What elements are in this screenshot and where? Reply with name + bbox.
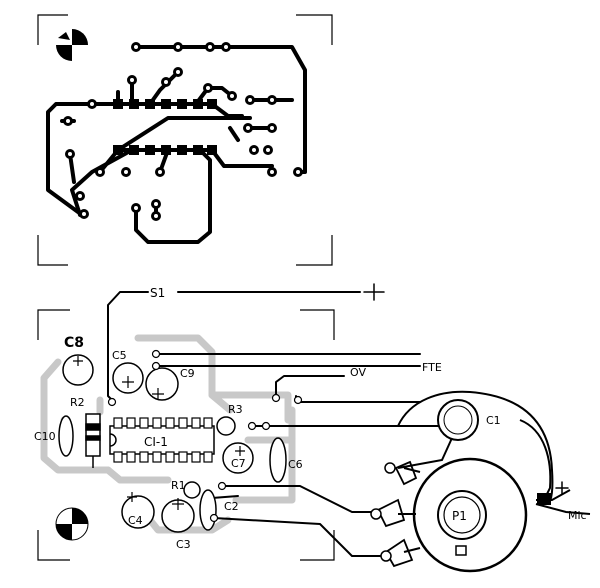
label-r2: R2 bbox=[70, 396, 85, 409]
registration-mark-top bbox=[55, 28, 89, 62]
label-c9: C9 bbox=[180, 367, 195, 380]
ic-ci1 bbox=[109, 417, 215, 463]
label-r3: R3 bbox=[228, 403, 243, 416]
capacitor-c7 bbox=[222, 442, 254, 474]
corner-marks-top bbox=[37, 14, 333, 266]
label-mic: Mic bbox=[568, 509, 587, 522]
label-fte: FTE bbox=[422, 361, 442, 374]
mic-leads bbox=[519, 419, 591, 515]
capacitor-c8 bbox=[62, 354, 94, 386]
label-c10: C10 bbox=[34, 430, 56, 443]
capacitor-c4 bbox=[121, 492, 155, 529]
registration-mark-bottom bbox=[55, 507, 89, 541]
board-pads bbox=[107, 349, 303, 523]
label-c2: C2 bbox=[224, 500, 239, 513]
capacitor-c2 bbox=[199, 489, 217, 531]
plus-mic-mark bbox=[555, 481, 569, 495]
capacitor-c3 bbox=[161, 498, 195, 533]
label-r1: R1 bbox=[171, 479, 186, 492]
capacitor-c9 bbox=[145, 367, 179, 401]
resistor-r3 bbox=[216, 416, 236, 436]
resistor-r2 bbox=[85, 413, 101, 468]
label-c4: C4 bbox=[128, 514, 143, 527]
label-s1: S1 bbox=[150, 286, 165, 300]
label-ov: OV bbox=[350, 366, 366, 379]
copper-layout bbox=[37, 14, 333, 266]
plus-top-mark bbox=[363, 283, 385, 301]
label-p1: P1 bbox=[452, 509, 467, 523]
label-c8: C8 bbox=[64, 335, 84, 351]
copper-pads bbox=[63, 42, 303, 221]
component-layout bbox=[37, 283, 591, 573]
label-c1: C1 bbox=[486, 414, 501, 427]
label-c6: C6 bbox=[288, 458, 303, 471]
capacitor-c1 bbox=[397, 399, 479, 469]
resistor-r1 bbox=[183, 481, 201, 499]
capacitor-c6 bbox=[269, 437, 287, 483]
label-c3: C3 bbox=[176, 538, 191, 551]
corner-marks-bottom bbox=[37, 309, 335, 561]
capacitor-c5 bbox=[112, 362, 144, 394]
label-c5: C5 bbox=[112, 349, 127, 362]
capacitor-c10 bbox=[58, 415, 74, 457]
label-ci1: CI-1 bbox=[144, 435, 168, 449]
potentiometer-p1 bbox=[370, 390, 554, 573]
label-c7: C7 bbox=[231, 457, 246, 470]
